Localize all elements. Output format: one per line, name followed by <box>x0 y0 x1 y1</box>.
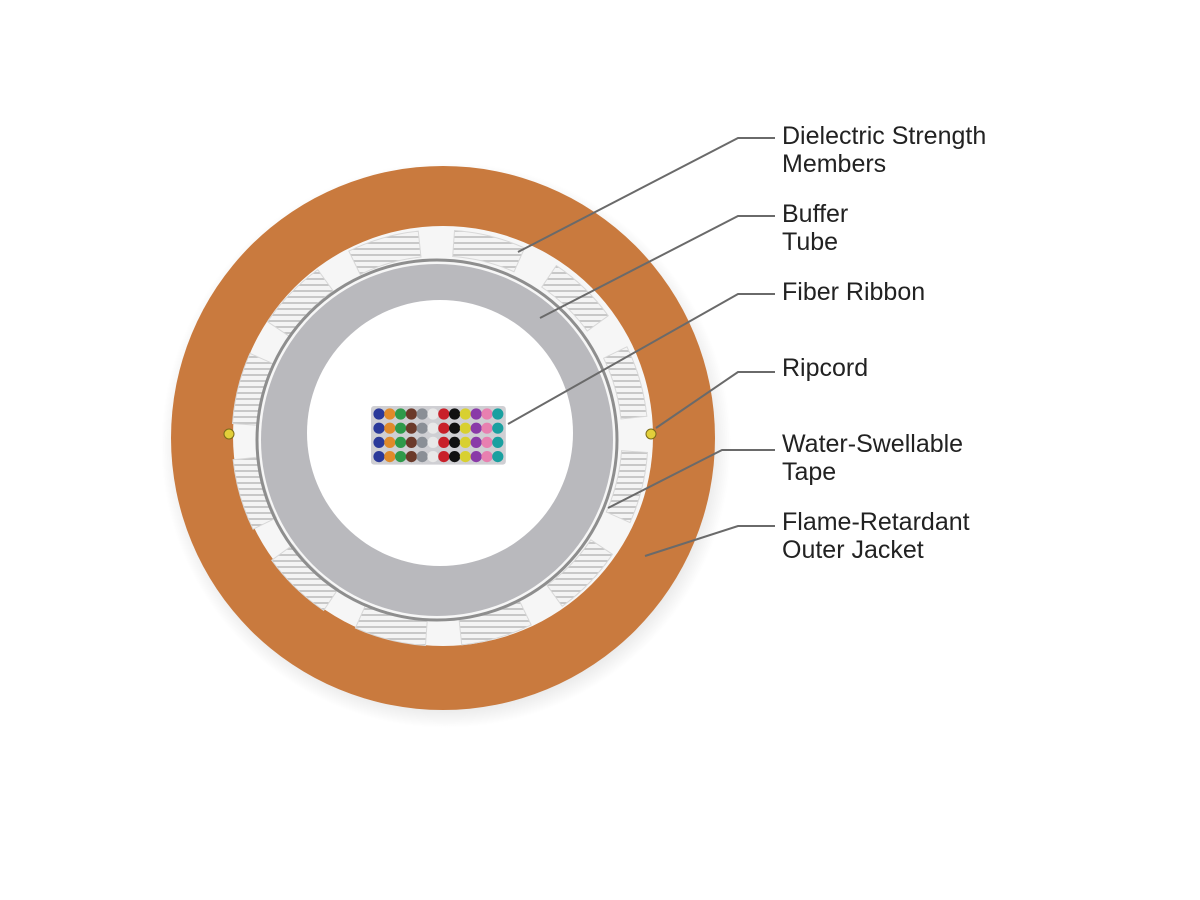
optical-fiber <box>416 451 428 463</box>
optical-fiber <box>373 408 385 420</box>
label-ripcord: Ripcord <box>782 354 868 382</box>
optical-fiber <box>427 422 439 434</box>
optical-fiber <box>384 451 396 463</box>
label-dielectric-strength-members: Dielectric Strength Members <box>782 122 986 178</box>
optical-fiber <box>384 422 396 434</box>
strength-member-segment <box>348 230 422 276</box>
label-line: Water-Swellable <box>782 430 964 458</box>
ribbon-matrix <box>371 406 506 465</box>
optical-fiber <box>438 451 450 463</box>
optical-fiber <box>492 422 504 434</box>
optical-fiber <box>405 422 417 434</box>
strength-member-segment <box>541 264 609 332</box>
label-flame-retardant-outer-jacket: Flame-Retardant Outer Jacket <box>782 508 970 564</box>
optical-fiber <box>405 408 417 420</box>
water-swellable-tape <box>255 258 619 622</box>
optical-fiber <box>470 422 482 434</box>
optical-fiber <box>449 408 461 420</box>
optical-fiber <box>492 408 504 420</box>
optical-fiber <box>373 422 385 434</box>
leader-line-fiber-ribbon <box>507 293 775 425</box>
optical-fiber <box>449 451 461 463</box>
optical-fiber <box>373 436 385 448</box>
optical-fiber <box>427 436 439 448</box>
optical-fiber <box>438 436 450 448</box>
optical-fiber <box>384 408 396 420</box>
leader-line-strength-members <box>517 137 775 253</box>
optical-fiber <box>449 422 461 434</box>
ripcord-left <box>223 428 235 440</box>
optical-fiber <box>492 436 504 448</box>
optical-fiber <box>405 436 417 448</box>
optical-fiber <box>427 451 439 463</box>
optical-fiber <box>395 408 407 420</box>
label-line: Tape <box>782 458 837 486</box>
optical-fiber <box>395 422 407 434</box>
label-line: Tube <box>782 228 839 256</box>
label-line: Flame-Retardant <box>782 508 970 536</box>
leader-line-buffer-tube <box>539 215 775 319</box>
optical-fiber <box>459 422 471 434</box>
optical-fiber <box>481 408 493 420</box>
optical-fiber <box>416 422 428 434</box>
label-line: Ripcord <box>782 354 869 382</box>
optical-fiber <box>481 422 493 434</box>
optical-fiber <box>459 408 471 420</box>
label-line: Dielectric Strength <box>782 122 987 150</box>
optical-fiber <box>459 436 471 448</box>
optical-fiber <box>470 408 482 420</box>
optical-fiber <box>373 451 385 463</box>
leader-line-outer-jacket <box>644 525 775 557</box>
optical-fiber <box>405 451 417 463</box>
optical-fiber <box>449 436 461 448</box>
optical-fiber <box>395 436 407 448</box>
optical-fiber <box>459 451 471 463</box>
optical-fiber <box>470 436 482 448</box>
leader-line-ripcord <box>655 371 775 429</box>
optical-fiber <box>492 451 504 463</box>
optical-fiber <box>438 408 450 420</box>
optical-fiber <box>481 451 493 463</box>
label-line: Outer Jacket <box>782 536 924 564</box>
optical-fiber <box>416 436 428 448</box>
leader-lines <box>507 137 775 557</box>
label-buffer-tube: Buffer Tube <box>782 200 848 256</box>
optical-fiber <box>395 451 407 463</box>
strength-member-segment <box>452 229 526 273</box>
optical-fiber <box>416 408 428 420</box>
optical-fiber <box>427 408 439 420</box>
label-line: Fiber Ribbon <box>782 278 926 306</box>
label-fiber-ribbon: Fiber Ribbon <box>782 278 925 306</box>
optical-fiber <box>438 422 450 434</box>
leader-line-water-swellable-tape <box>607 449 775 509</box>
optical-fiber <box>481 436 493 448</box>
label-line: Members <box>782 150 887 178</box>
fiber-ribbon <box>371 406 506 465</box>
dielectric-strength-members <box>231 229 649 647</box>
strength-member-segment <box>232 456 278 530</box>
optical-fiber <box>384 436 396 448</box>
label-water-swellable-tape: Water-Swellable Tape <box>782 430 963 486</box>
strength-member-segment <box>546 539 614 607</box>
ripcord-right <box>645 428 657 440</box>
optical-fiber <box>470 451 482 463</box>
label-line: Buffer <box>782 200 849 228</box>
